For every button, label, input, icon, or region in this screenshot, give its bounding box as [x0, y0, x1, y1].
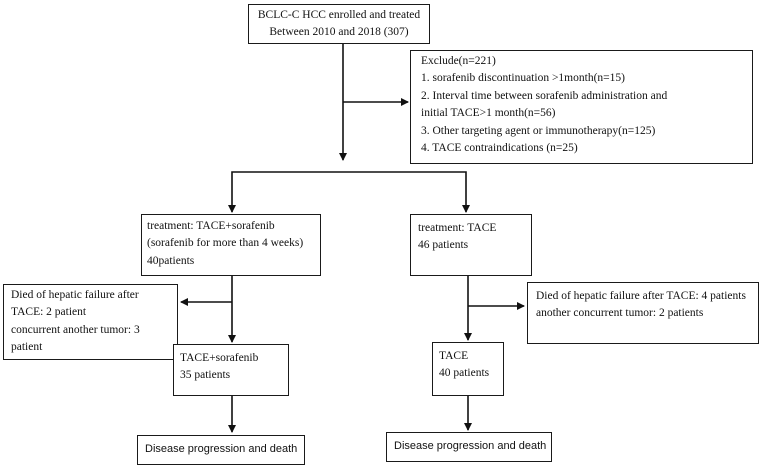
- enrolled-box: BCLC-C HCC enrolled and treated Between …: [248, 4, 430, 44]
- right-outcome-box: Disease progression and death: [386, 432, 552, 462]
- exclude-item-2: 2. Interval time between sorafenib admin…: [421, 89, 668, 102]
- left-treatment-line-2: (sorafenib for more than 4 weeks): [147, 237, 304, 250]
- left-treatment-line-3: 40patients: [147, 254, 195, 267]
- split-connector: [231, 171, 467, 210]
- right-died-line-2: another concurrent tumor: 2 patients: [536, 307, 704, 320]
- left-died-line-4: patient: [11, 341, 43, 354]
- right-outcome-text: Disease progression and death: [394, 440, 547, 452]
- left-outcome-box: Disease progression and death: [137, 435, 305, 465]
- right-treatment-box: treatment: TACE 46 patients: [410, 214, 532, 276]
- right-died-box: Died of hepatic failure after TACE: 4 pa…: [527, 282, 759, 344]
- right-remaining-line-1: TACE: [439, 350, 469, 362]
- right-treatment-line-1: treatment: TACE: [418, 222, 497, 234]
- left-outcome-text: Disease progression and death: [145, 443, 298, 455]
- exclude-item-3: 3. Other targeting agent or immunotherap…: [421, 124, 656, 137]
- enrolled-line-2: Between 2010 and 2018 (307): [269, 26, 409, 39]
- exclude-box: Exclude(n=221) 1. sorafenib discontinuat…: [410, 50, 753, 164]
- right-remaining-box: TACE 40 patients: [432, 342, 504, 396]
- exclude-title: Exclude(n=221): [421, 55, 496, 67]
- exclude-item-2-cont: initial TACE>1 month(n=56): [421, 107, 556, 120]
- left-died-line-2: TACE: 2 patient: [11, 306, 87, 319]
- left-treatment-line-1: treatment: TACE+sorafenib: [147, 220, 275, 232]
- left-remaining-box: TACE+sorafenib 35 patients: [173, 344, 289, 396]
- right-remaining-line-2: 40 patients: [439, 367, 490, 380]
- left-died-line-1: Died of hepatic failure after: [11, 289, 139, 301]
- enrolled-line-1: BCLC-C HCC enrolled and treated: [257, 9, 421, 21]
- right-treatment-line-2: 46 patients: [418, 239, 469, 252]
- left-remaining-line-1: TACE+sorafenib: [180, 352, 259, 364]
- left-died-box: Died of hepatic failure after TACE: 2 pa…: [3, 284, 178, 360]
- exclude-item-4: 4. TACE contraindications (n=25): [421, 142, 578, 155]
- left-treatment-box: treatment: TACE+sorafenib (sorafenib for…: [141, 214, 321, 276]
- right-died-line-1: Died of hepatic failure after TACE: 4 pa…: [536, 290, 746, 302]
- left-remaining-line-2: 35 patients: [180, 369, 231, 382]
- exclude-item-1: 1. sorafenib discontinuation >1month(n=1…: [421, 72, 625, 85]
- left-died-line-3: concurrent another tumor: 3: [11, 323, 140, 336]
